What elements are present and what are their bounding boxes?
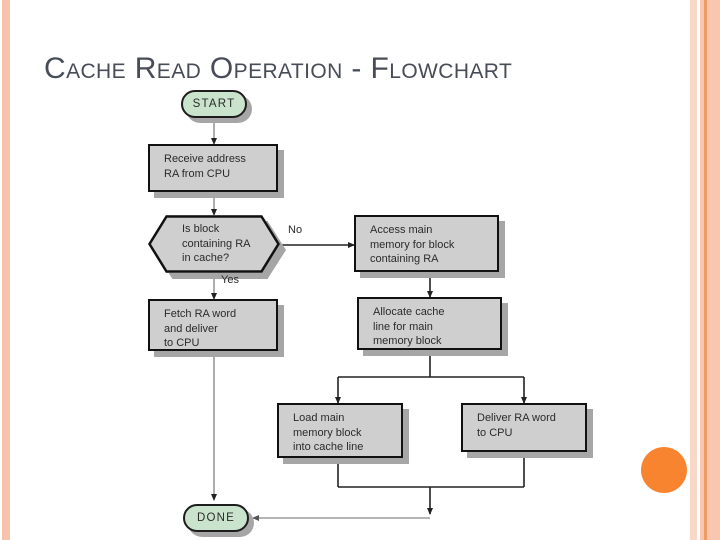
decorative-stripe-left [2, 0, 10, 540]
node-start-label: START [192, 97, 236, 110]
decorative-stripe-right-4 [707, 0, 720, 540]
decorative-stripe-right-2 [700, 0, 704, 540]
node-decision-cache-hit: Is block containing RA in cache? [148, 215, 286, 279]
page-title: Cache Read Operation - Flowchart [44, 52, 513, 85]
node-allocate-cache-line: Allocate cache line for main memory bloc… [357, 297, 502, 350]
node-done: DONE [183, 504, 249, 532]
decorative-stripe-right-3 [704, 0, 707, 540]
edge-label-yes: Yes [221, 274, 239, 286]
decision-outline [148, 215, 280, 273]
node-start: START [181, 90, 247, 118]
node-receive-address: Receive address RA from CPU [148, 144, 278, 192]
decision-fill [148, 215, 280, 273]
decorative-accent-circle [641, 447, 687, 493]
node-load-memory-block: Load main memory block into cache line [277, 403, 403, 458]
edge-label-no: No [288, 224, 303, 236]
node-done-label: DONE [196, 511, 236, 524]
decision-label: Is block containing RA in cache? [182, 223, 251, 265]
node-access-main-memory: Access main memory for block containing … [354, 215, 499, 272]
node-fetch-ra-word: Fetch RA word and deliver to CPU [148, 299, 278, 351]
node-deliver-ra-word: Deliver RA word to CPU [461, 403, 587, 452]
decorative-stripe-right-1 [690, 0, 697, 540]
